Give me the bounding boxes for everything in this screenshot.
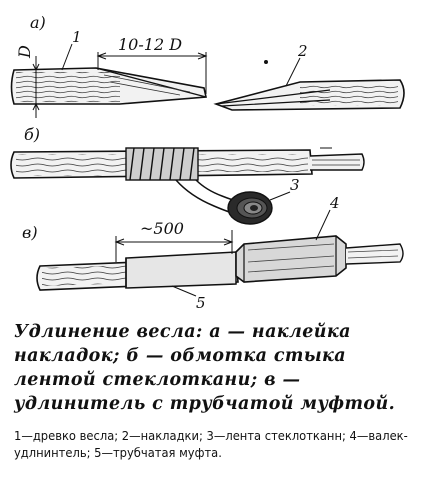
callout-2: 2 xyxy=(297,42,308,60)
part-b-drawing: б) 3 xyxy=(10,125,365,225)
label-overlap-length: 10-12 D xyxy=(118,35,182,54)
part-a-drawing: а) D 1 10-12 D 2 xyxy=(10,13,405,118)
label-part-a: а) xyxy=(30,13,46,32)
callout-1: 1 xyxy=(72,28,82,46)
callout-5: 5 xyxy=(196,294,206,312)
tubular-sleeve xyxy=(125,251,237,289)
tape-roll xyxy=(227,191,273,225)
oar-extension-diagram: а) D 1 10-12 D 2 б) xyxy=(10,13,405,312)
label-part-v: в) xyxy=(22,223,38,242)
figure-legend: 1—древко весла; 2—накладки; 3—лента стек… xyxy=(14,429,408,461)
part-v-drawing: в) ~500 4 5 xyxy=(22,194,404,312)
figure-caption: Удлинение весла: а — наклейка накладок; … xyxy=(14,322,396,414)
extension-handle xyxy=(235,235,404,283)
label-diameter: D xyxy=(15,45,34,59)
label-sleeve-length: ~500 xyxy=(140,219,184,238)
callout-4: 4 xyxy=(329,194,340,212)
callout-3: 3 xyxy=(290,176,300,194)
fiberglass-wrap xyxy=(125,147,199,181)
label-part-b: б) xyxy=(24,125,40,144)
